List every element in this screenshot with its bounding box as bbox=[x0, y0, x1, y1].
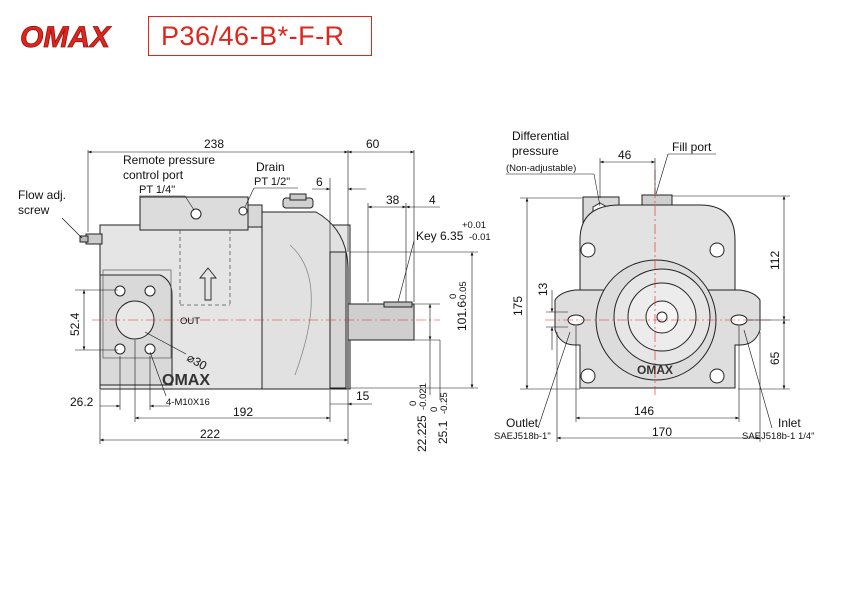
dim-6: 6 bbox=[316, 175, 323, 189]
dim-25-1-tol-up: 0 bbox=[429, 407, 440, 412]
side-dimension-lines bbox=[75, 150, 478, 444]
remote-port-circle bbox=[190, 208, 202, 220]
front-view-pump-body bbox=[554, 194, 761, 389]
dim-22-225: 22.225 bbox=[415, 415, 429, 452]
front-dimension-lines bbox=[520, 158, 790, 442]
inlet-spec: SAEJ518b-1 1/4" bbox=[742, 431, 815, 442]
bolt-label: 4-M10X16 bbox=[166, 397, 210, 408]
drain-port-circle bbox=[238, 206, 248, 216]
dim-15: 15 bbox=[356, 389, 370, 403]
drain-port-size: PT 1/2" bbox=[254, 176, 290, 188]
dim-101-6: 101.6 bbox=[455, 301, 469, 331]
outlet-spec: SAEJ518b-1" bbox=[494, 431, 551, 442]
key-label: Key 6.35 bbox=[416, 229, 464, 243]
dim-101-6-tol-up: 0 bbox=[448, 294, 459, 299]
model-title: P36/46-B*-F-R bbox=[161, 21, 345, 51]
flow-adj-label-2: screw bbox=[18, 203, 50, 217]
drain-label: Drain bbox=[256, 160, 285, 174]
fill-port-label: Fill port bbox=[672, 140, 712, 154]
bolt-hole bbox=[114, 285, 126, 297]
omax-logo-text: OMAX bbox=[20, 21, 112, 54]
bolt-hole bbox=[144, 343, 156, 355]
diff-pressure-label-2: pressure bbox=[512, 144, 559, 158]
bolt-hole bbox=[144, 285, 156, 297]
flow-direction-arrow-icon bbox=[199, 267, 217, 301]
side-view-pump-body bbox=[79, 193, 415, 390]
inlet-label: Inlet bbox=[778, 416, 801, 430]
dim-25-1: 25.1 bbox=[436, 420, 450, 444]
dim-25-1-tol-low: -0.25 bbox=[439, 392, 450, 414]
remote-port-size: PT 1/4" bbox=[139, 184, 175, 196]
front-view: OMAX Differential pressure (Non-adjustab… bbox=[494, 129, 815, 442]
dim-52-4: 52.4 bbox=[68, 312, 82, 336]
dim-65: 65 bbox=[768, 351, 782, 365]
diff-pressure-label-3: (Non-adjustable) bbox=[506, 163, 576, 174]
dim-46: 46 bbox=[618, 148, 632, 162]
flow-adj-label-1: Flow adj. bbox=[18, 188, 66, 202]
bolt-hole bbox=[114, 343, 126, 355]
dim-170: 170 bbox=[652, 425, 672, 439]
omax-logo: OMAX bbox=[18, 18, 133, 55]
dim-38: 38 bbox=[386, 193, 400, 207]
key-tol-up: +0.01 bbox=[462, 220, 486, 231]
dim-146: 146 bbox=[634, 404, 654, 418]
dim-60: 60 bbox=[366, 137, 380, 151]
key-tol-low: -0.01 bbox=[469, 232, 491, 243]
dim-192: 192 bbox=[233, 405, 253, 419]
dim-22-225-tol-up: 0 bbox=[408, 401, 419, 406]
dim-26-2: 26.2 bbox=[70, 395, 94, 409]
dim-112: 112 bbox=[768, 251, 782, 270]
dim-13: 13 bbox=[536, 282, 550, 296]
dim-22-225-tol-low: -0.021 bbox=[418, 383, 429, 410]
dim-101-6-tol-low: -0.05 bbox=[458, 281, 469, 303]
side-out-label: OUT bbox=[180, 316, 200, 327]
dim-4: 4 bbox=[429, 193, 436, 207]
dim-238: 238 bbox=[204, 137, 224, 151]
dim-222: 222 bbox=[200, 427, 220, 441]
dim-175: 175 bbox=[511, 296, 525, 316]
remote-pressure-label-1: Remote pressure bbox=[123, 153, 215, 167]
remote-pressure-label-2: control port bbox=[123, 168, 184, 182]
side-body-logo: OMAX bbox=[162, 372, 210, 389]
diff-pressure-label-1: Differential bbox=[512, 129, 569, 143]
model-title-box: P36/46-B*-F-R bbox=[148, 16, 372, 56]
side-view: OMAX OUT Flow adj. screw Remote pressure… bbox=[18, 137, 491, 452]
outlet-label: Outlet bbox=[506, 416, 539, 430]
